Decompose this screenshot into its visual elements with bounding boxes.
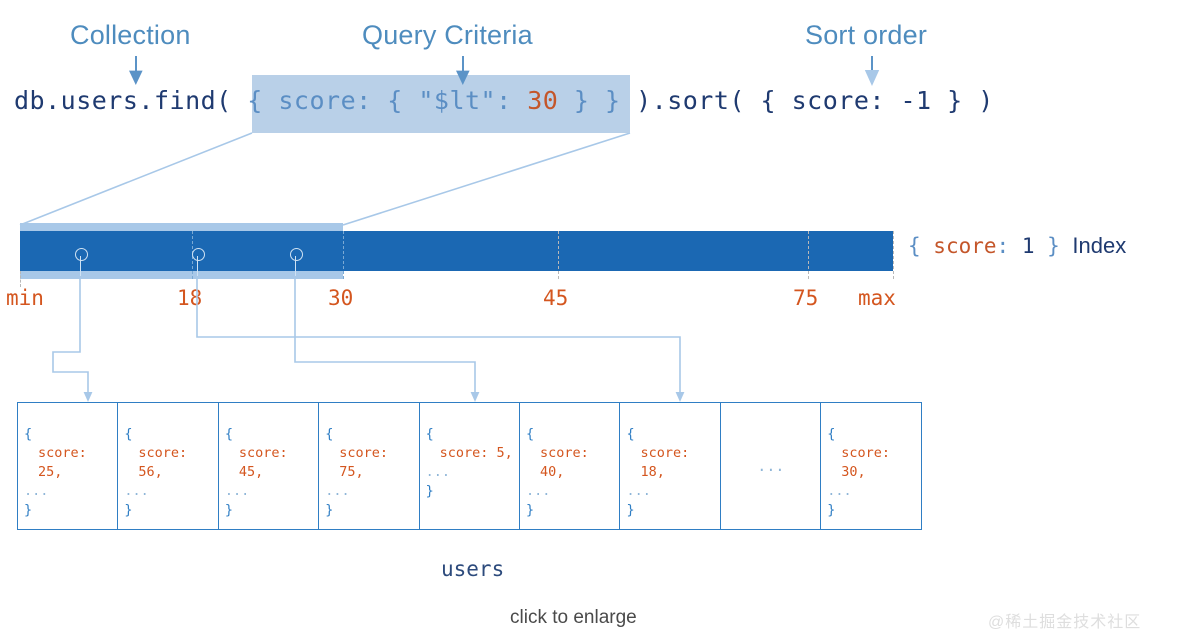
doc-field: score: 18,	[640, 445, 690, 480]
doc-close-brace: }	[425, 483, 434, 499]
query-criteria-open: { score: { "$lt":	[247, 86, 528, 115]
axis-label-min: min	[6, 286, 44, 310]
doc-close-brace: }	[827, 502, 836, 518]
collection-name-label: users	[441, 557, 505, 581]
marker-stem-1	[79, 256, 82, 276]
documents-row: { score: 25, ... } { score: 56, ... } { …	[17, 402, 923, 530]
connector-marker3-to-doc5	[294, 279, 480, 402]
query-suffix: ).sort( { score: -1 } )	[620, 86, 994, 115]
annotation-label-query-criteria: Query Criteria	[362, 20, 533, 50]
doc-ellipsis: ...	[626, 483, 651, 499]
doc-ellipsis: ...	[24, 483, 49, 499]
query-criteria-value: 30	[527, 86, 559, 115]
document-box[interactable]: { score: 30, ... }	[820, 402, 923, 530]
index-caption-word: Index	[1072, 233, 1127, 258]
doc-ellipsis: ...	[124, 483, 149, 499]
index-caption-brace-open: {	[908, 234, 934, 258]
doc-close-brace: }	[24, 502, 33, 518]
query-criteria-highlight	[252, 75, 630, 133]
index-caption-brace-close: }	[1034, 234, 1073, 258]
doc-field: score: 45,	[238, 445, 288, 480]
doc-ellipsis: ...	[224, 483, 250, 499]
document-box[interactable]: { score: 75, ... }	[318, 402, 421, 530]
doc-field: score: 40,	[540, 445, 589, 480]
doc-open-brace: {	[425, 426, 434, 442]
doc-open-brace: {	[224, 426, 233, 442]
marker-stem-3	[294, 256, 297, 276]
doc-close-brace: }	[526, 502, 535, 518]
document-box[interactable]: { score: 25, ... }	[17, 402, 119, 530]
doc-open-brace: {	[124, 426, 133, 442]
query-criteria-close: } }	[558, 86, 621, 115]
doc-ellipsis: ...	[526, 483, 551, 499]
document-box-ellipsis[interactable]: ...	[719, 402, 822, 530]
doc-field: score: 75,	[339, 445, 388, 480]
index-tick-min	[20, 271, 21, 287]
connector-marker1-to-doc1	[52, 279, 93, 402]
doc-open-brace: {	[827, 426, 836, 442]
annotation-label-sort-order: Sort order	[805, 20, 928, 50]
doc-ellipsis: ...	[827, 483, 852, 499]
connector-marker2-to-doc7	[196, 279, 685, 402]
marker-stem-2	[196, 256, 199, 276]
axis-label-max: max	[858, 286, 896, 310]
index-tick-max	[893, 231, 894, 279]
axis-label-45: 45	[543, 286, 569, 310]
doc-field: score: 5,	[439, 445, 513, 461]
doc-open-brace: {	[24, 426, 33, 442]
axis-label-18: 18	[177, 286, 203, 310]
document-box[interactable]: { score: 56, ... }	[117, 402, 220, 530]
document-box[interactable]: { score: 5, ... }	[418, 402, 521, 530]
axis-label-75: 75	[793, 286, 819, 310]
index-marker-2[interactable]	[192, 248, 205, 261]
index-tick-30	[343, 231, 344, 279]
index-tick-45	[558, 231, 559, 279]
index-bar	[20, 231, 893, 271]
doc-ellipsis: ...	[325, 483, 350, 499]
doc-open-brace: {	[325, 426, 334, 442]
axis-label-30: 30	[328, 286, 354, 310]
doc-open-brace: {	[526, 426, 535, 442]
query-code-line: db.users.find( { score: { "$lt": 30 } } …	[14, 86, 994, 115]
document-box[interactable]: { score: 40, ... }	[519, 402, 622, 530]
doc-ellipsis: ...	[425, 464, 451, 480]
index-caption: { score: 1 } Index	[908, 233, 1126, 259]
index-marker-1[interactable]	[75, 248, 88, 261]
index-marker-3[interactable]	[290, 248, 303, 261]
doc-close-brace: }	[626, 502, 635, 518]
annotation-label-collection: Collection	[70, 20, 191, 50]
document-box[interactable]: { score: 18, ... }	[619, 402, 722, 530]
index-tick-75	[808, 231, 809, 279]
doc-ellipsis: ...	[757, 456, 785, 475]
doc-field: score: 25,	[38, 445, 87, 480]
doc-field: score: 56,	[138, 445, 188, 480]
doc-close-brace: }	[124, 502, 133, 518]
doc-close-brace: }	[325, 502, 334, 518]
index-caption-value: 1	[1021, 234, 1035, 258]
index-caption-colon: :	[996, 234, 1022, 258]
click-to-enlarge-caption[interactable]: click to enlarge	[510, 607, 637, 628]
query-prefix: db.users.find(	[14, 86, 248, 115]
doc-open-brace: {	[626, 426, 635, 442]
document-box[interactable]: { score: 45, ... }	[217, 402, 320, 530]
doc-close-brace: }	[224, 502, 233, 518]
doc-field: score: 30,	[841, 445, 891, 480]
index-caption-key: score	[933, 234, 997, 258]
watermark: @稀土掘金技术社区	[988, 614, 1142, 631]
